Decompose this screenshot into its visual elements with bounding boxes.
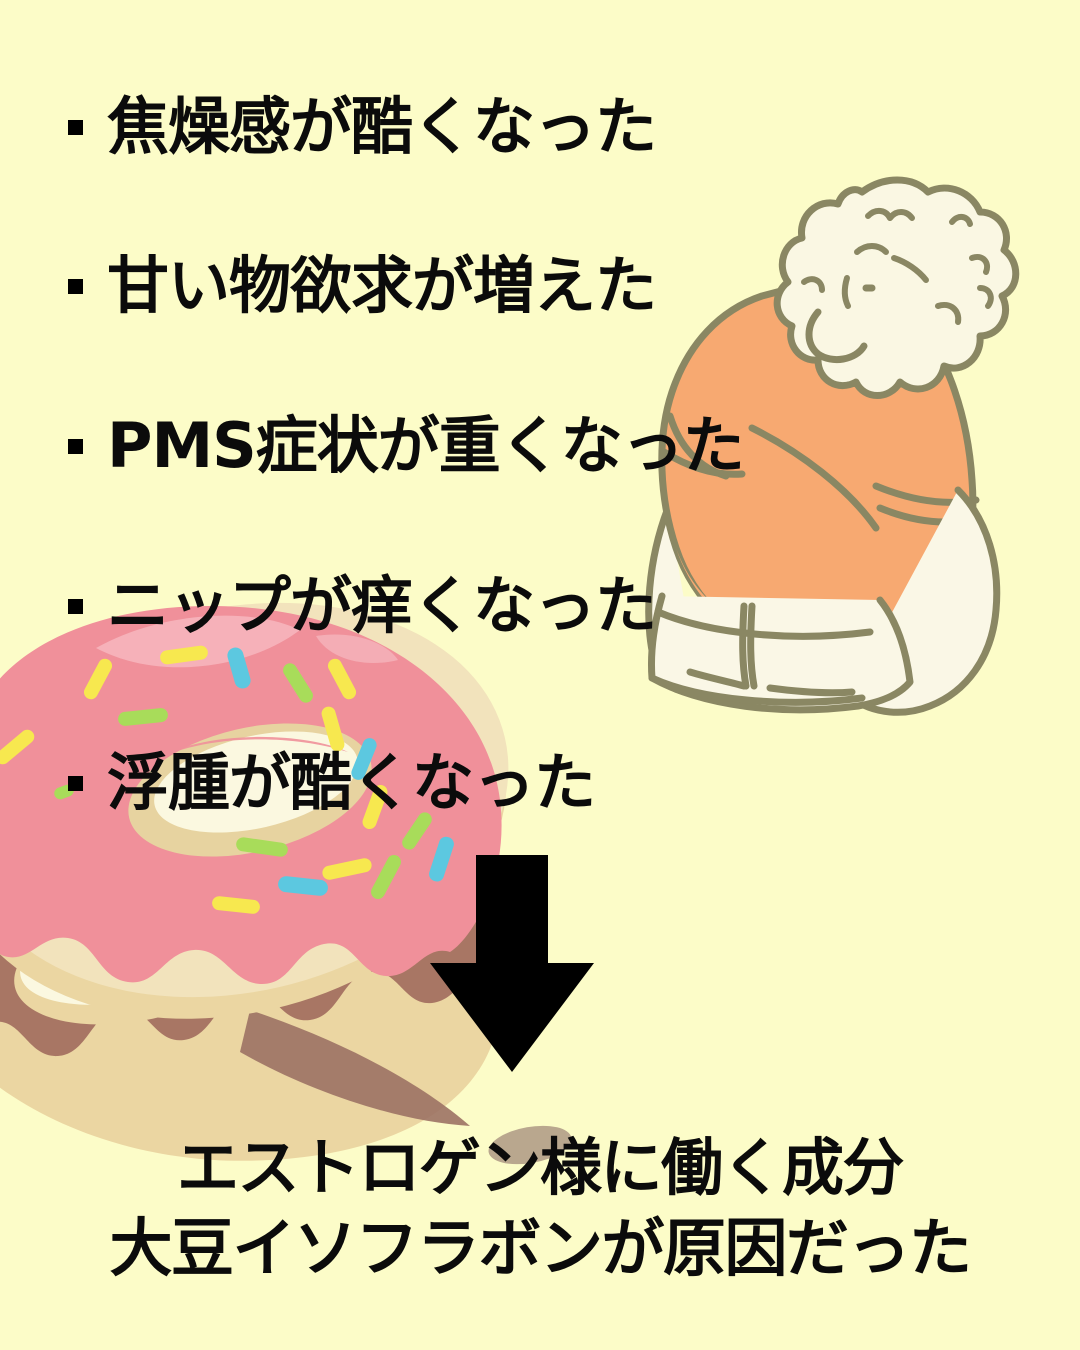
symptom-label: PMS症状が重くなった — [107, 409, 745, 482]
list-item: 浮腫が酷くなった — [68, 746, 596, 819]
symptom-label: 甘い物欲求が増えた — [107, 249, 657, 322]
conclusion-line-1: エストロゲン様に働く成分 — [176, 1131, 905, 1204]
bullet-icon — [68, 598, 83, 614]
bullet-icon — [68, 278, 83, 294]
symptom-label: ニップが痒くなった — [107, 569, 657, 642]
bullet-icon — [68, 119, 83, 135]
conclusion-block: エストロゲン様に働く成分 大豆イソフラボンが原因だった — [0, 1135, 1080, 1282]
list-item: 焦燥感が酷くなった — [68, 90, 657, 163]
list-item: PMS症状が重くなった — [68, 409, 745, 482]
conclusion-line-2: 大豆イソフラボンが原因だった — [109, 1212, 973, 1286]
list-item: 甘い物欲求が増えた — [68, 249, 657, 322]
list-item: ニップが痒くなった — [68, 569, 657, 642]
bullet-icon — [68, 438, 83, 454]
bullet-icon — [68, 775, 83, 791]
symptom-label: 焦燥感が酷くなった — [107, 90, 657, 163]
symptom-label: 浮腫が酷くなった — [107, 746, 596, 819]
